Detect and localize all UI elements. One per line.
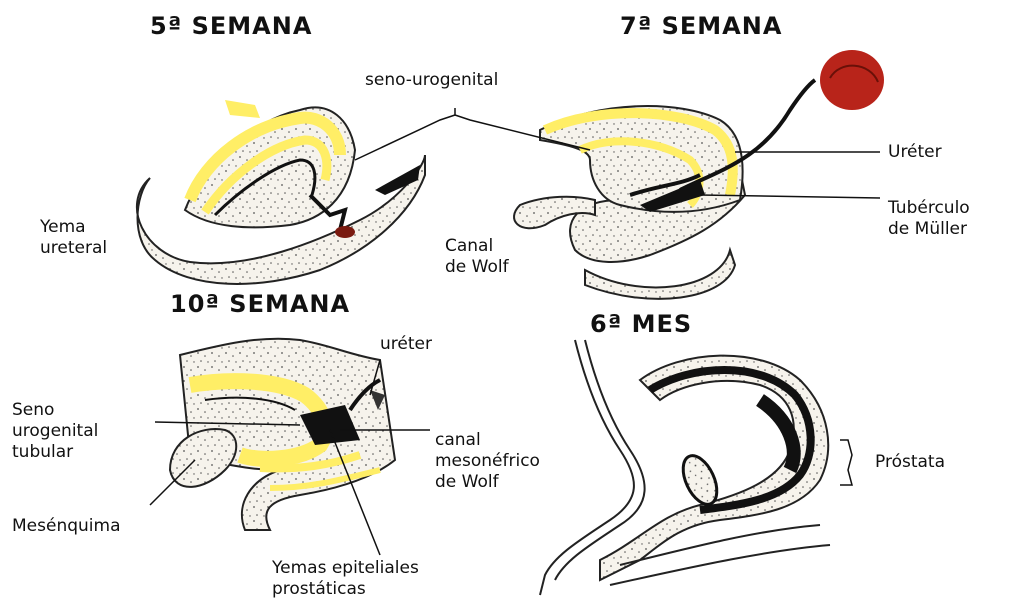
- prostata-bracket: [840, 440, 852, 485]
- label-mesonefrico-line3: de Wolf: [435, 472, 540, 493]
- label-canal-mesonefrico: canal mesonéfrico de Wolf: [435, 430, 540, 493]
- label-yemas-line2: prostáticas: [272, 579, 419, 600]
- label-yema-line2: ureteral: [40, 238, 107, 259]
- label-canal-wolf-line1: Canal: [445, 236, 509, 257]
- label-seno-tubular-line1: Seno: [12, 400, 98, 421]
- label-seno-tubular-line3: tubular: [12, 442, 98, 463]
- label-yema-line1: Yema: [40, 217, 107, 238]
- week5-figure: [137, 100, 425, 284]
- label-tuberculo-line1: Tubérculo: [888, 198, 970, 219]
- title-week7: 7ª SEMANA: [620, 12, 782, 40]
- label-mesonefrico-line2: mesonéfrico: [435, 451, 540, 472]
- label-canal-wolf: Canal de Wolf: [445, 236, 509, 278]
- month6-figure: [540, 340, 830, 595]
- label-yemas-epiteliales: Yemas epiteliales prostáticas: [272, 558, 419, 600]
- label-canal-wolf-line2: de Wolf: [445, 257, 509, 278]
- label-ureter-week10: uréter: [380, 334, 432, 355]
- label-seno-tubular-line2: urogenital: [12, 421, 98, 442]
- week7-figure: [514, 50, 884, 299]
- label-prostata: Próstata: [875, 452, 945, 473]
- label-seno-tubular: Seno urogenital tubular: [12, 400, 98, 463]
- label-yemas-line1: Yemas epiteliales: [272, 558, 419, 579]
- title-week5: 5ª SEMANA: [150, 12, 312, 40]
- title-week10: 10ª SEMANA: [170, 290, 350, 318]
- label-mesonefrico-line1: canal: [435, 430, 540, 451]
- leader-seno-week5: [355, 115, 455, 160]
- label-yema-ureteral: Yema ureteral: [40, 217, 107, 259]
- title-month6: 6ª MES: [590, 310, 692, 338]
- label-ureter-week7: Uréter: [888, 142, 942, 163]
- label-seno-urogenital: seno-urogenital: [365, 70, 498, 91]
- label-tuberculo-muller: Tubérculo de Müller: [888, 198, 970, 240]
- label-mesenquima: Mesénquima: [12, 516, 120, 537]
- week10-figure: [170, 339, 395, 530]
- label-tuberculo-line2: de Müller: [888, 219, 970, 240]
